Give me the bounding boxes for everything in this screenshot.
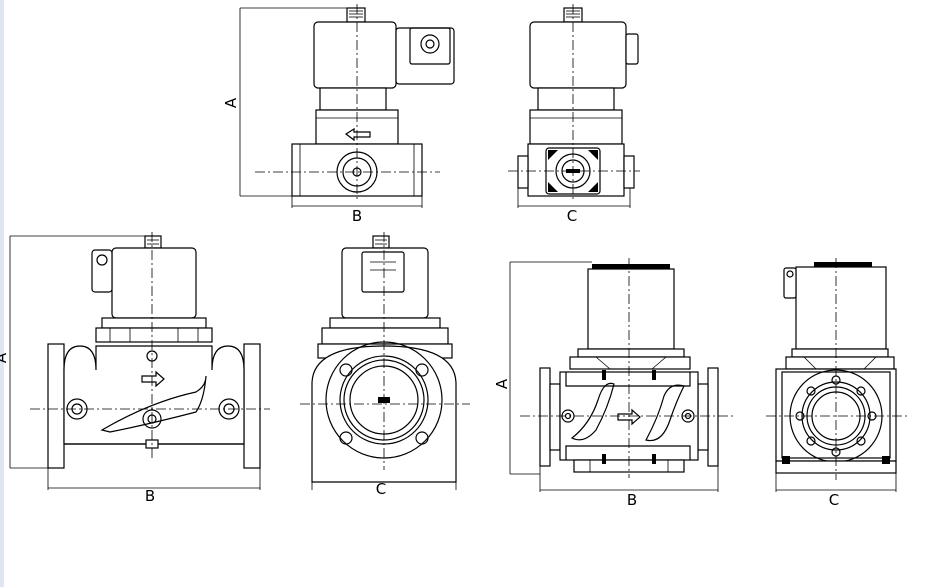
left-edge-strip <box>0 0 4 587</box>
view-section-side: C <box>766 258 908 509</box>
view-flanged-front: A B <box>0 232 270 505</box>
view-section-front: A B <box>493 258 735 509</box>
view-flanged-side: C <box>300 232 470 498</box>
dim-label-a: A <box>222 97 240 108</box>
dim-label-b: B <box>352 207 362 225</box>
view-small-side: C <box>508 4 640 225</box>
dim-label-b: B <box>145 487 155 505</box>
dim-label-c: C <box>567 207 577 225</box>
dim-label-c: C <box>376 480 386 498</box>
view-small-front: A B <box>222 4 455 225</box>
dim-label-c: C <box>829 491 839 509</box>
dim-label-a: A <box>493 378 511 389</box>
dim-label-b: B <box>627 491 637 509</box>
dim-label-a: A <box>0 352 10 363</box>
